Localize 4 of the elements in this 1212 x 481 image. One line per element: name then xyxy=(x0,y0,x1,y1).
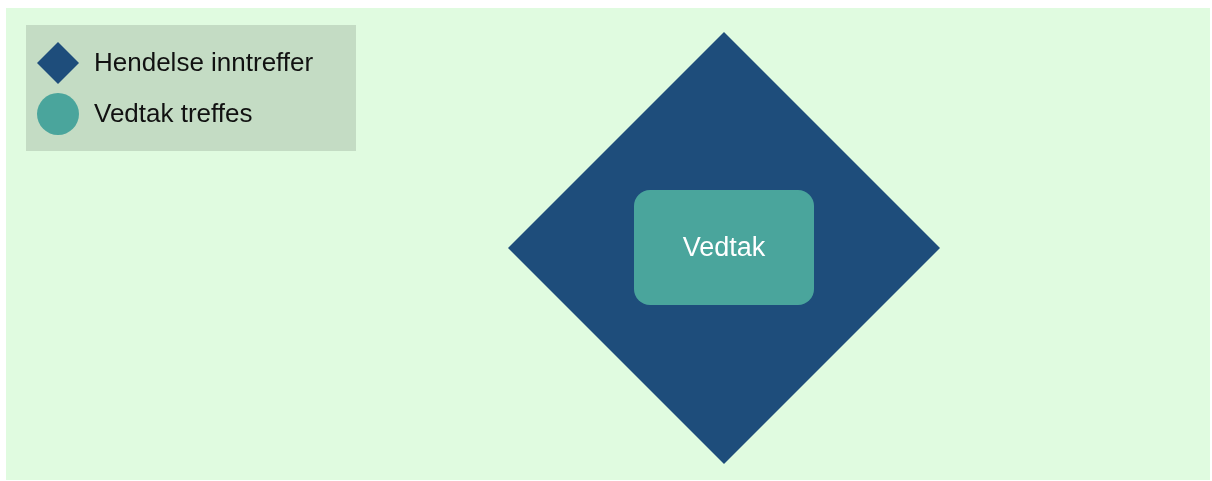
legend-label: Vedtak treffes xyxy=(94,98,253,129)
legend-label: Hendelse inntreffer xyxy=(94,47,314,78)
diamond-shape xyxy=(508,32,940,464)
process-box: Vedtak xyxy=(634,190,814,305)
